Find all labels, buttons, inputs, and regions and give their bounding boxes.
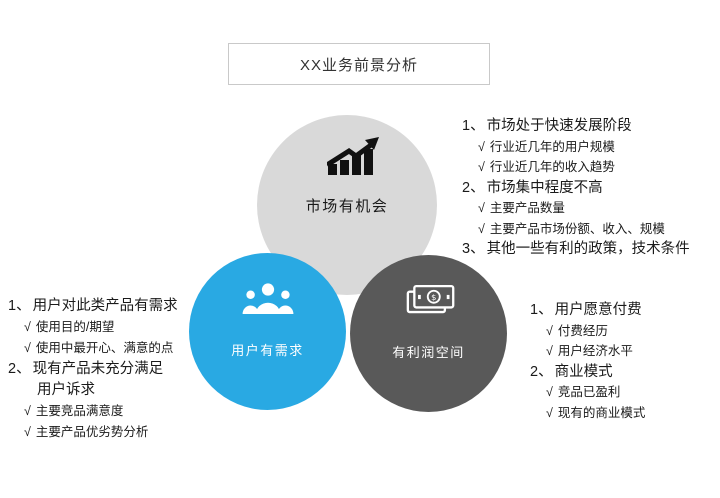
check-mark: √ — [546, 405, 553, 420]
note-text: 市场集中程度不高 — [486, 179, 603, 196]
note-text: 其他一些有利的政策，技术条件 — [486, 241, 690, 257]
note-text: 竞品已盈利 — [557, 385, 621, 399]
note-line: 2、商业模式 — [530, 362, 645, 383]
item-number: 2、 — [530, 363, 553, 380]
note-block-market: 1、市场处于快速发展阶段 √行业近几年的用户规模 √行业近几年的收入趋势 2、市… — [462, 116, 690, 260]
check-mark: √ — [478, 160, 485, 174]
item-number: 2、 — [8, 361, 31, 377]
title-box: XX业务前景分析 — [228, 43, 490, 85]
note-line: √ 付费经历 — [530, 321, 645, 342]
check-mark: √ — [24, 425, 31, 439]
check-mark: √ — [478, 221, 485, 236]
note-line: √ 使用中最开心、满意的点 — [8, 338, 178, 359]
people-group-icon — [241, 282, 295, 314]
note-line: 1、用户愿意付费 — [530, 300, 645, 321]
check-mark: √ — [478, 139, 485, 154]
note-line: √ 使用目的/期望 — [8, 317, 178, 338]
money-banknote-icon: $ — [406, 284, 456, 316]
circle-profit-space: $ 有利润空间 — [350, 255, 507, 412]
note-text: 现有产品未充分满足 — [32, 361, 164, 377]
note-line: 3、其他一些有利的政策，技术条件 — [462, 239, 690, 260]
note-text: 使用中最开心、满意的点 — [35, 341, 174, 355]
note-line: √ 竞品已盈利 — [530, 382, 645, 403]
note-text: 主要产品数量 — [489, 201, 565, 215]
note-line: √ 主要产品优劣势分析 — [8, 422, 178, 443]
note-text: 用户对此类产品有需求 — [32, 298, 178, 314]
note-text: 市场处于快速发展阶段 — [486, 118, 632, 134]
circle-profit-label: 有利润空间 — [392, 345, 465, 360]
check-mark: √ — [546, 344, 553, 358]
note-line-continuation: 用户诉求 — [8, 380, 178, 401]
note-line: √ 行业近几年的用户规模 — [462, 137, 690, 158]
note-block-users: 1、用户对此类产品有需求 √ 使用目的/期望 √ 使用中最开心、满意的点 2、现有产… — [8, 296, 178, 443]
note-block-profit: 1、用户愿意付费 √ 付费经历 √ 用户经济水平 2、商业模式 √ 竞品已盈利 √ 现有… — [530, 300, 645, 423]
note-line: √ 主要产品数量 — [462, 198, 690, 219]
circle-market-label: 市场有机会 — [305, 198, 389, 215]
note-text: 用户愿意付费 — [554, 302, 642, 318]
item-number: 1、 — [530, 302, 553, 318]
note-line: √ 行业近几年的收入趋势 — [462, 157, 690, 178]
check-mark: √ — [478, 201, 485, 215]
circle-users-label: 用户有需求 — [231, 343, 304, 358]
note-line: √ 主要竞品满意度 — [8, 401, 178, 422]
note-text: 用户诉求 — [37, 382, 95, 398]
check-mark: √ — [546, 323, 553, 338]
note-line: 1、用户对此类产品有需求 — [8, 296, 178, 317]
note-line: √ 现有的商业模式 — [530, 403, 645, 424]
note-text: 使用目的/期望 — [35, 320, 115, 334]
note-text: 现有的商业模式 — [557, 405, 646, 420]
note-text: 行业近几年的用户规模 — [489, 139, 615, 154]
item-number: 2、 — [462, 179, 485, 196]
svg-text:$: $ — [431, 292, 436, 302]
note-text: 主要竞品满意度 — [35, 404, 124, 418]
circle-user-demand: 用户有需求 — [189, 253, 346, 410]
item-number: 1、 — [462, 118, 485, 134]
page-title: XX业务前景分析 — [299, 56, 418, 74]
check-mark: √ — [24, 320, 31, 334]
note-line: 2、现有产品未充分满足 — [8, 359, 178, 380]
check-mark: √ — [546, 385, 553, 399]
check-mark: √ — [24, 404, 31, 418]
item-number: 1、 — [8, 298, 31, 314]
note-text: 付费经历 — [557, 323, 608, 338]
note-text: 主要产品市场份额、收入、规模 — [489, 221, 665, 236]
note-line: 2、市场集中程度不高 — [462, 178, 690, 199]
note-text: 用户经济水平 — [557, 344, 633, 358]
item-number: 3、 — [462, 241, 485, 257]
note-text: 商业模式 — [554, 363, 613, 380]
note-line: 1、市场处于快速发展阶段 — [462, 116, 690, 137]
bar-chart-trend-icon — [327, 137, 379, 175]
note-line: √ 用户经济水平 — [530, 341, 645, 362]
check-mark: √ — [24, 341, 31, 355]
note-line: √ 主要产品市场份额、收入、规模 — [462, 219, 690, 240]
note-text: 主要产品优劣势分析 — [35, 425, 149, 439]
note-text: 行业近几年的收入趋势 — [489, 160, 615, 174]
